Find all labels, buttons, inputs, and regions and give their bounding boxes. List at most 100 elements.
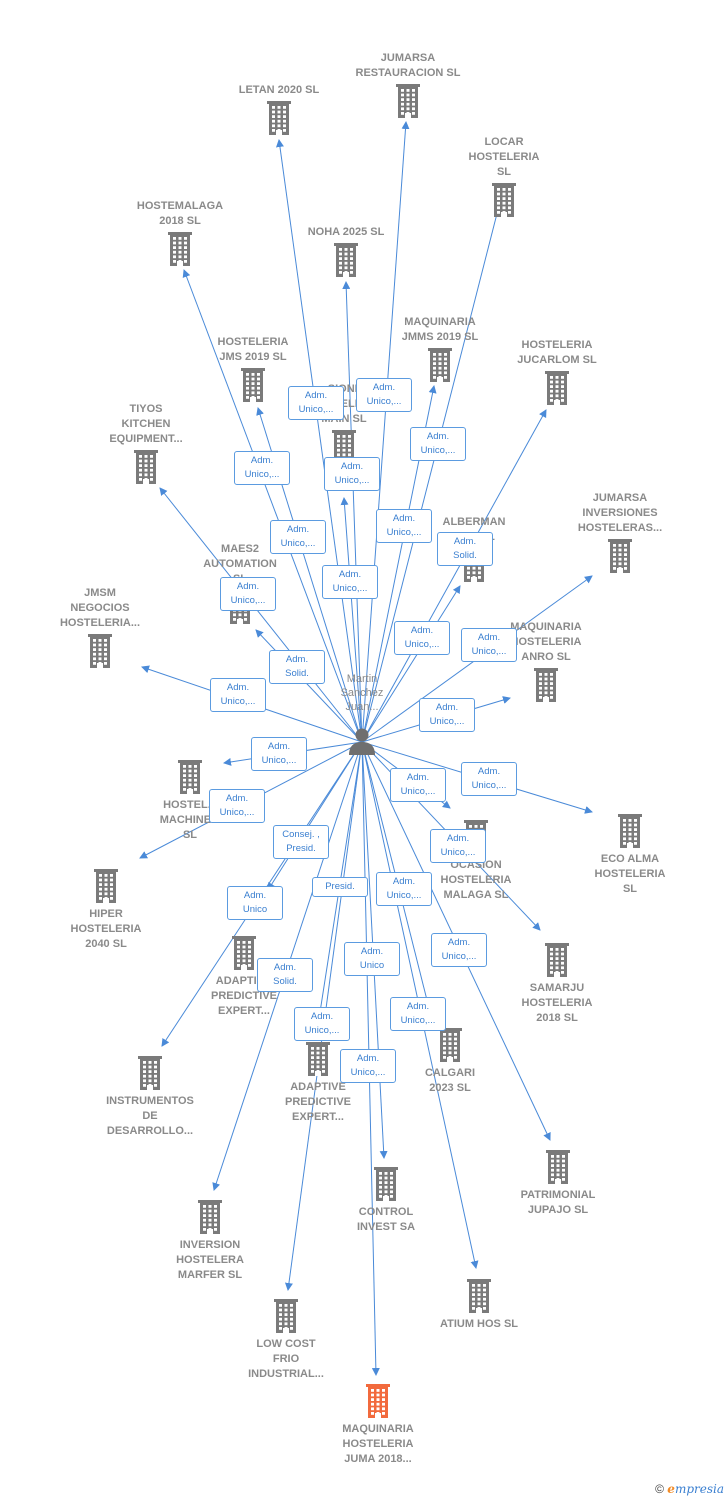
company-label-line: HOSTELERIA: [70, 923, 142, 935]
building-icon[interactable]: [165, 232, 195, 266]
relation-label-line: Unico,...: [304, 1025, 340, 1036]
building-icon[interactable]: [91, 869, 121, 903]
building-icon[interactable]: [331, 243, 361, 277]
building-icon[interactable]: [85, 634, 115, 668]
relation-label-maquinaria_juma[interactable]: Adm.Unico,...: [340, 1049, 396, 1083]
building-icon[interactable]: [489, 183, 519, 217]
building-icon[interactable]: [542, 943, 572, 977]
person-icon[interactable]: [347, 726, 377, 756]
relation-label-low_cost[interactable]: Adm.Unico,...: [294, 1007, 350, 1041]
building-icon[interactable]: [605, 539, 635, 573]
building-icon[interactable]: [393, 84, 423, 118]
relation-label-hosteleria_jms[interactable]: Adm.Unico,...: [270, 520, 326, 554]
building-icon[interactable]: [543, 1150, 573, 1184]
building-icon[interactable]: [135, 1056, 165, 1090]
company-node-atium[interactable]: ATIUM HOS SL: [404, 1279, 554, 1332]
relation-label-line: Unico,...: [230, 595, 266, 606]
company-node-noha[interactable]: NOHA 2025 SL: [271, 225, 421, 277]
building-icon[interactable]: [531, 668, 561, 702]
relation-label-inversiones_main[interactable]: Adm.Unico,...: [322, 565, 378, 599]
building-icon[interactable]: [303, 1042, 333, 1076]
edge-noha: [342, 281, 363, 743]
relation-label-hiper[interactable]: Adm.Unico,...: [209, 789, 265, 823]
relation-label-jumarsa_rest[interactable]: Adm.Unico,...: [356, 378, 412, 412]
relation-label-calgari[interactable]: Adm.Unico,...: [376, 872, 432, 906]
relation-label-inversion_marfer[interactable]: Adm.Solid.: [257, 958, 313, 992]
footer-brand[interactable]: © empresia: [655, 1482, 724, 1496]
relation-label-maquinaria_jmms[interactable]: Adm.Unico,...: [376, 509, 432, 543]
company-label-line: MAQUINARIA: [510, 621, 582, 633]
relation-label-line: Adm.: [410, 625, 434, 636]
relation-label-jumarsa_inv[interactable]: Adm.Unico,...: [461, 628, 517, 662]
person-name-line: Juan...: [345, 701, 379, 713]
relation-label-hostemalaga[interactable]: Adm.Unico,...: [234, 451, 290, 485]
building-icon[interactable]: [363, 1384, 393, 1418]
building-icon[interactable]: [271, 1299, 301, 1333]
building-icon[interactable]: [435, 1028, 465, 1062]
building-icon[interactable]: [175, 760, 205, 794]
edge-hostemalaga: [182, 269, 363, 743]
building-icon[interactable]: [229, 936, 259, 970]
building-icon[interactable]: [131, 450, 161, 484]
relation-label-hostel_machinery[interactable]: Adm.Unico,...: [251, 737, 307, 771]
relation-label-adaptive2[interactable]: Presid.: [312, 877, 368, 897]
relation-label-letan[interactable]: Adm.Unico,...: [288, 386, 344, 420]
relation-label-noha[interactable]: Adm.Unico,...: [324, 457, 380, 491]
relation-label-control_invest[interactable]: Adm.Unico: [344, 942, 400, 976]
company-label-line: HOSTEMALAGA: [136, 200, 224, 212]
relation-label-tiyos[interactable]: Adm.Unico,...: [220, 577, 276, 611]
relation-label-alberman[interactable]: Adm.Unico,...: [394, 621, 450, 655]
relation-label-line: Adm.: [392, 513, 416, 524]
relation-label-patrimonial[interactable]: Adm.Unico,...: [431, 933, 487, 967]
building-icon[interactable]: [425, 348, 455, 382]
building-icon[interactable]: [464, 1279, 494, 1313]
relation-label-ocasion[interactable]: Adm.Unico,...: [390, 768, 446, 802]
company-node-hostel_machinery[interactable]: HOSTEL...MACHINE...SL: [115, 760, 265, 843]
building-icon[interactable]: [195, 1200, 225, 1234]
relation-label-hosteleria_jucarlom[interactable]: Adm.Solid.: [437, 532, 493, 566]
building-icon[interactable]: [264, 101, 294, 135]
building-icon[interactable]: [542, 371, 572, 405]
building-icon[interactable]: [238, 368, 268, 402]
relation-label-jmsm[interactable]: Adm.Unico,...: [210, 678, 266, 712]
relation-label-adaptive1[interactable]: Consej. ,Presid.: [273, 825, 329, 859]
relation-label-eco_alma[interactable]: Adm.Unico,...: [461, 762, 517, 796]
relation-label-maquinaria_anro[interactable]: Adm.Unico,...: [419, 698, 475, 732]
building-icon[interactable]: [615, 814, 645, 848]
relation-label-instrumentos[interactable]: Adm.Unico: [227, 886, 283, 920]
company-node-letan[interactable]: LETAN 2020 SL: [204, 83, 354, 135]
relation-label-samarju[interactable]: Adm.Unico,...: [430, 829, 486, 863]
relation-label-atium[interactable]: Adm.Unico,...: [390, 997, 446, 1031]
relation-label-maes2[interactable]: Adm.Solid.: [269, 650, 325, 684]
building-icon[interactable]: [371, 1167, 401, 1201]
relation-label-locar[interactable]: Adm.Unico,...: [410, 427, 466, 461]
